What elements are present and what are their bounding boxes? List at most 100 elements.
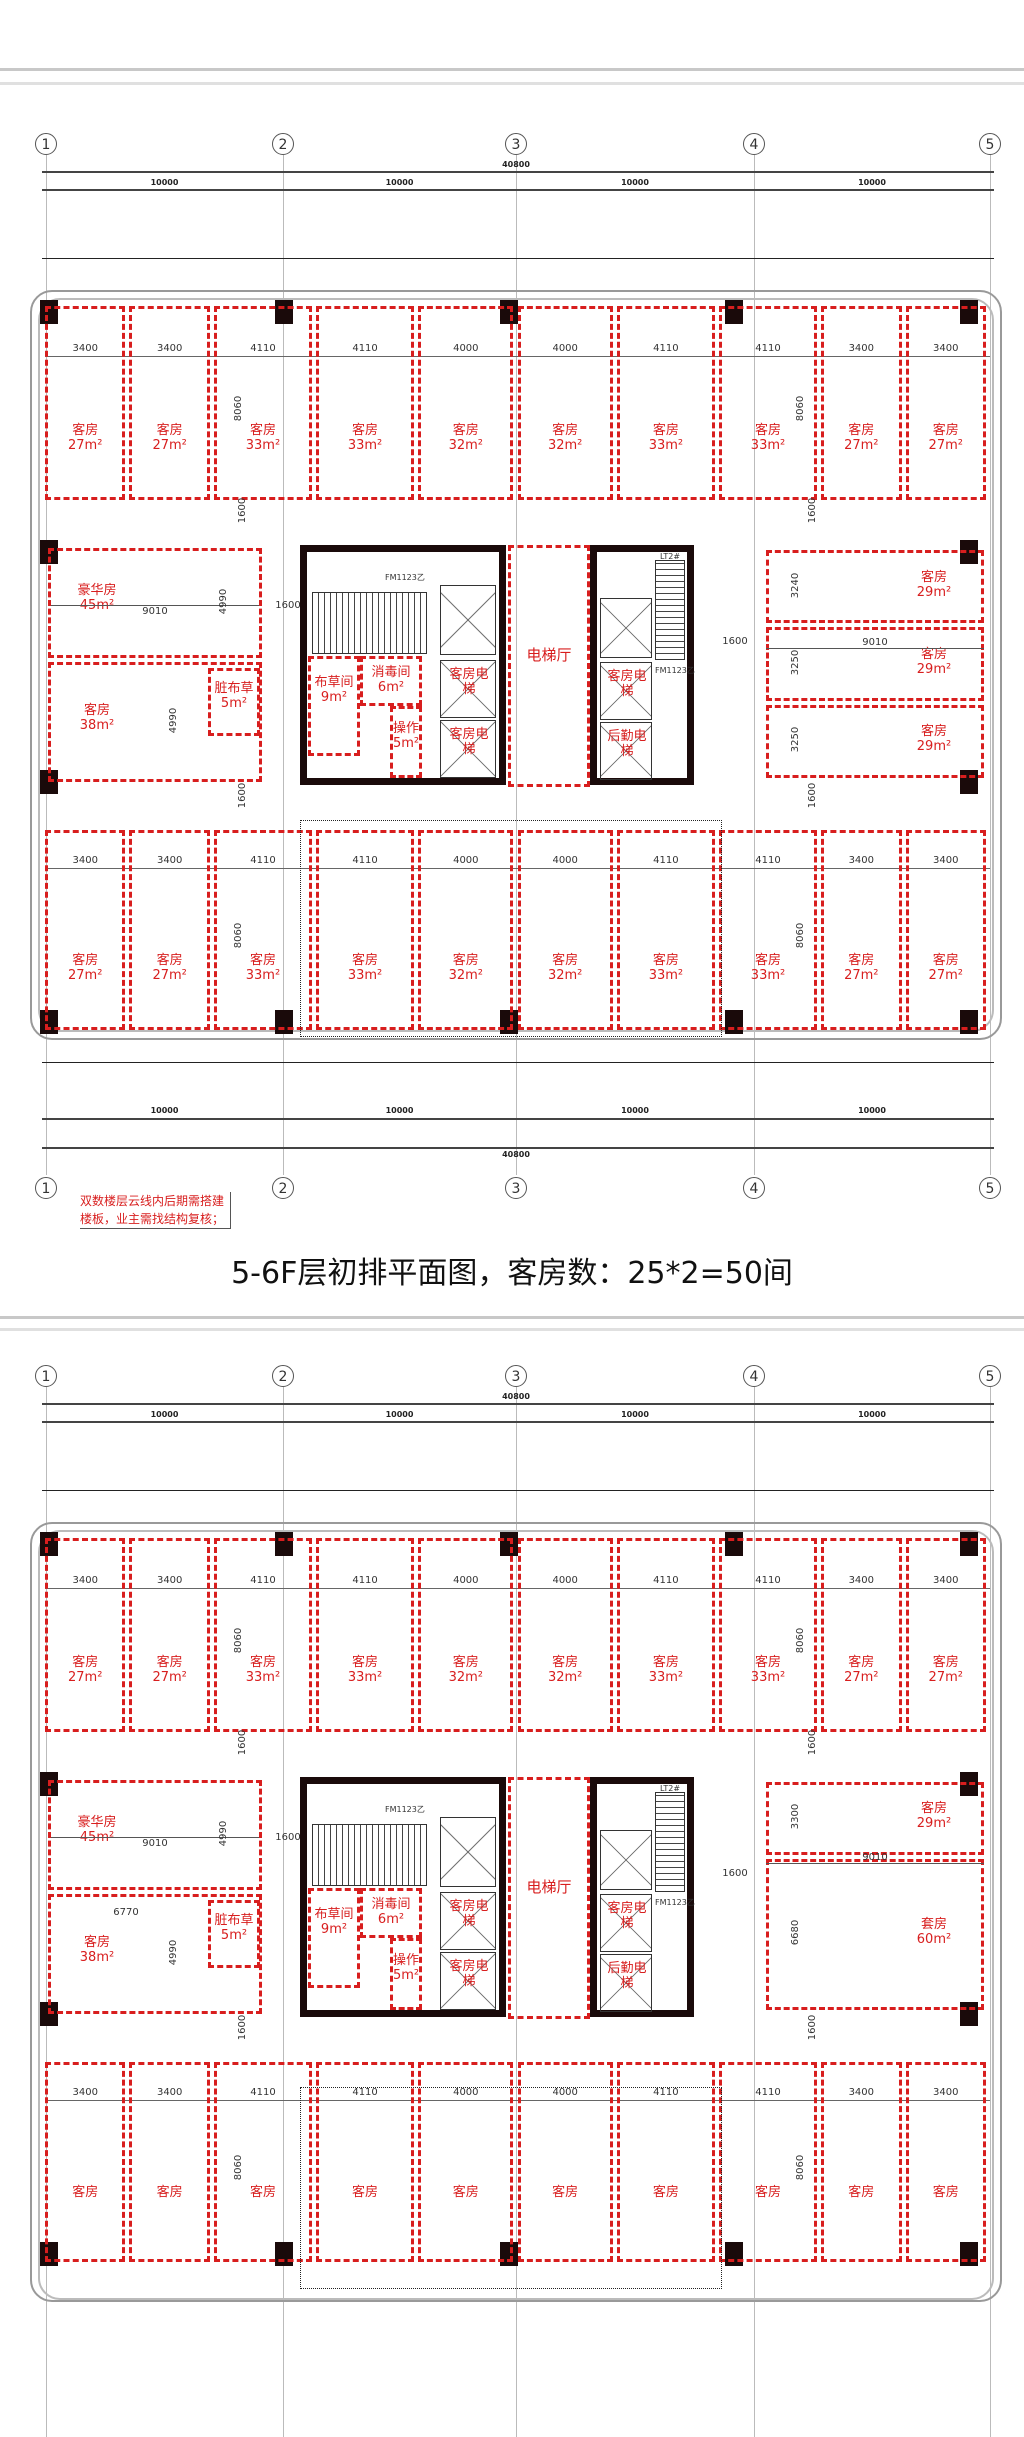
- room-area: 27m²: [152, 438, 187, 453]
- room-width-dim: 4110: [352, 2087, 378, 2098]
- room-area: 38m²: [79, 1950, 115, 1965]
- room-width-dim: 3400: [848, 343, 875, 354]
- grid-bubble: 2: [272, 1177, 294, 1199]
- grid-bubble: 1: [35, 1365, 57, 1387]
- room-label: 客房: [521, 2185, 610, 2200]
- room-area: 27m²: [928, 438, 963, 453]
- overall-dim: 40800: [502, 160, 530, 169]
- room-width-dim: 4110: [352, 343, 378, 354]
- stair-right: [655, 560, 685, 660]
- bottom-overall-dim-line: [42, 1147, 994, 1149]
- room-name: 消毒间: [371, 1897, 411, 1912]
- room-width-dim: 3400: [72, 343, 98, 354]
- corridor-width-dim: 1600: [722, 636, 748, 647]
- room-width-dim: 3400: [156, 2087, 183, 2098]
- room-name: 客房: [552, 423, 579, 438]
- room-label: 客房: [319, 2185, 411, 2200]
- room-area: 33m²: [347, 968, 383, 983]
- room-name: 客房: [932, 423, 959, 438]
- room-name: 客房: [352, 2185, 379, 2200]
- grid-bubble: 1: [35, 133, 57, 155]
- room-depth-dim: 8060: [795, 922, 807, 949]
- guest-lift: 客房电梯: [440, 660, 496, 718]
- room-area: 9m²: [320, 1922, 348, 1937]
- room-name: 客房: [932, 2185, 959, 2200]
- room-area: 38m²: [79, 718, 115, 733]
- room-area: 32m²: [547, 438, 583, 453]
- service-lift-label: 后勤电梯: [607, 1961, 647, 1991]
- guest-lift-label: 客房电梯: [449, 1959, 489, 1989]
- note-line: 楼板，业主需找结构复核；: [80, 1212, 225, 1226]
- room-width-dim: 3400: [933, 2087, 959, 2098]
- room-area: 32m²: [448, 438, 484, 453]
- room-width-dim: 4110: [352, 1575, 378, 1586]
- room-area: 5m²: [220, 696, 248, 711]
- room-name: 客房: [652, 2185, 679, 2200]
- room-width-dim: 4000: [453, 1575, 479, 1586]
- door-label-left: FM1123乙: [385, 573, 425, 582]
- grid-bubble: 4: [743, 133, 765, 155]
- door-label-left: FM1123乙: [385, 1805, 425, 1814]
- room-label: 客房: [620, 2185, 712, 2200]
- room-width-dim: 4110: [250, 343, 276, 354]
- room-area: 33m²: [245, 1670, 281, 1685]
- service-lift: 后勤电梯: [600, 722, 652, 780]
- plan-title: 5-6F层初排平面图，客房数：25*2=50间: [231, 1256, 793, 1291]
- room-area: 5m²: [393, 1968, 420, 1983]
- guest-depth-dim: 4990: [168, 707, 180, 734]
- room-depth-dim: 3300: [790, 1804, 802, 1830]
- room-name: 豪华房: [77, 583, 117, 598]
- corridor-width-dim: 1600: [275, 1832, 301, 1843]
- room-name: 操作: [393, 1953, 420, 1968]
- room-name: 脏布草: [214, 1913, 254, 1928]
- room-area: 27m²: [68, 968, 103, 983]
- room-width-dim: 3400: [156, 1575, 183, 1586]
- room-name: 客房: [652, 1655, 679, 1670]
- corridor-width-dim: 1600: [237, 782, 249, 809]
- deluxe-width-dim: 9010: [51, 1837, 259, 1849]
- room-width-dim: 3400: [156, 855, 183, 866]
- room-name: 客房: [249, 2185, 276, 2200]
- room-area: 27m²: [928, 968, 963, 983]
- room-name: 客房: [156, 953, 183, 968]
- grid-axis-line: [990, 1387, 991, 2437]
- bay-dim: 10000: [150, 1106, 179, 1115]
- room-area: 27m²: [844, 1670, 879, 1685]
- bay-dim: 10000: [385, 1106, 414, 1115]
- room-name: 客房: [848, 423, 875, 438]
- grid-axis-line: [754, 1387, 755, 2437]
- room-name: 客房: [249, 953, 276, 968]
- overall-dim: 40800: [502, 1150, 530, 1159]
- room-depth-dim: 8060: [233, 2154, 245, 2181]
